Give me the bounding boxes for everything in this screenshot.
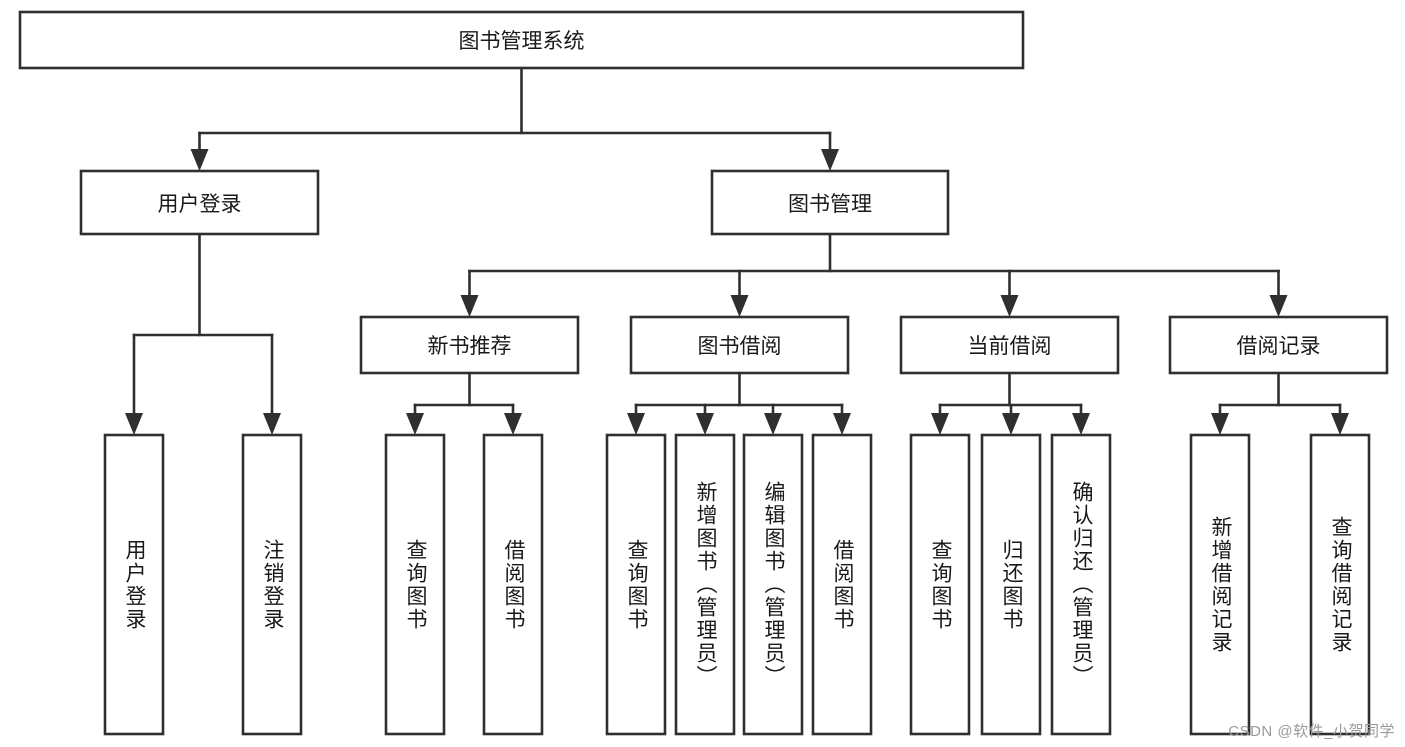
arrow-head-leaf-return-book	[1002, 413, 1020, 435]
node-box-root[interactable]	[18, 10, 1025, 70]
node-box-book-borrow[interactable]	[629, 315, 850, 375]
node-box-leaf-query-book-2[interactable]	[605, 433, 667, 736]
edges-layer	[125, 66, 1349, 435]
node-box-book-manage[interactable]	[710, 169, 950, 236]
node-box-leaf-return-book[interactable]	[980, 433, 1042, 736]
arrow-head-borrow-record	[1269, 295, 1288, 317]
arrow-head-current-borrow	[1000, 295, 1019, 317]
node-box-borrow-record[interactable]	[1168, 315, 1389, 375]
node-box-leaf-add-record[interactable]	[1189, 433, 1251, 736]
node-box-leaf-query-book-3[interactable]	[909, 433, 971, 736]
node-box-leaf-query-book-1[interactable]	[384, 433, 446, 736]
watermark-text: CSDN @软件_小贺同学	[1228, 723, 1395, 740]
node-box-leaf-query-record[interactable]	[1309, 433, 1371, 736]
arrow-head-book-borrow	[730, 295, 749, 317]
node-box-leaf-edit-book[interactable]	[742, 433, 804, 736]
node-box-current-borrow[interactable]	[899, 315, 1120, 375]
arrow-head-leaf-borrow-book-1	[504, 413, 522, 435]
arrow-head-book-manage	[821, 149, 839, 171]
arrow-head-leaf-confirm-return	[1072, 413, 1090, 435]
arrow-head-user-login	[190, 149, 209, 171]
node-box-new-book-recommend[interactable]	[359, 315, 580, 375]
node-box-leaf-add-book[interactable]	[674, 433, 736, 736]
arrow-head-leaf-user-login	[125, 413, 143, 435]
node-box-leaf-logout[interactable]	[241, 433, 303, 736]
arrow-head-leaf-query-record	[1331, 413, 1349, 435]
arrow-head-leaf-add-record	[1211, 413, 1229, 435]
node-box-leaf-user-login[interactable]	[103, 433, 165, 736]
boxes-layer	[18, 10, 1389, 736]
arrow-head-leaf-edit-book	[764, 413, 782, 435]
node-box-leaf-borrow-book-2[interactable]	[811, 433, 873, 736]
arrow-head-leaf-add-book	[696, 413, 714, 435]
arrow-head-leaf-logout	[263, 413, 281, 435]
arrow-head-leaf-query-book-3	[931, 413, 949, 435]
arrow-head-leaf-query-book-2	[627, 413, 645, 435]
node-box-user-login[interactable]	[79, 169, 320, 236]
node-box-leaf-borrow-book-1[interactable]	[482, 433, 544, 736]
arrow-head-leaf-query-book-1	[406, 413, 424, 435]
arrow-head-new-book-recommend	[460, 295, 479, 317]
arrow-head-leaf-borrow-book-2	[833, 413, 851, 435]
node-box-leaf-confirm-return[interactable]	[1050, 433, 1112, 736]
